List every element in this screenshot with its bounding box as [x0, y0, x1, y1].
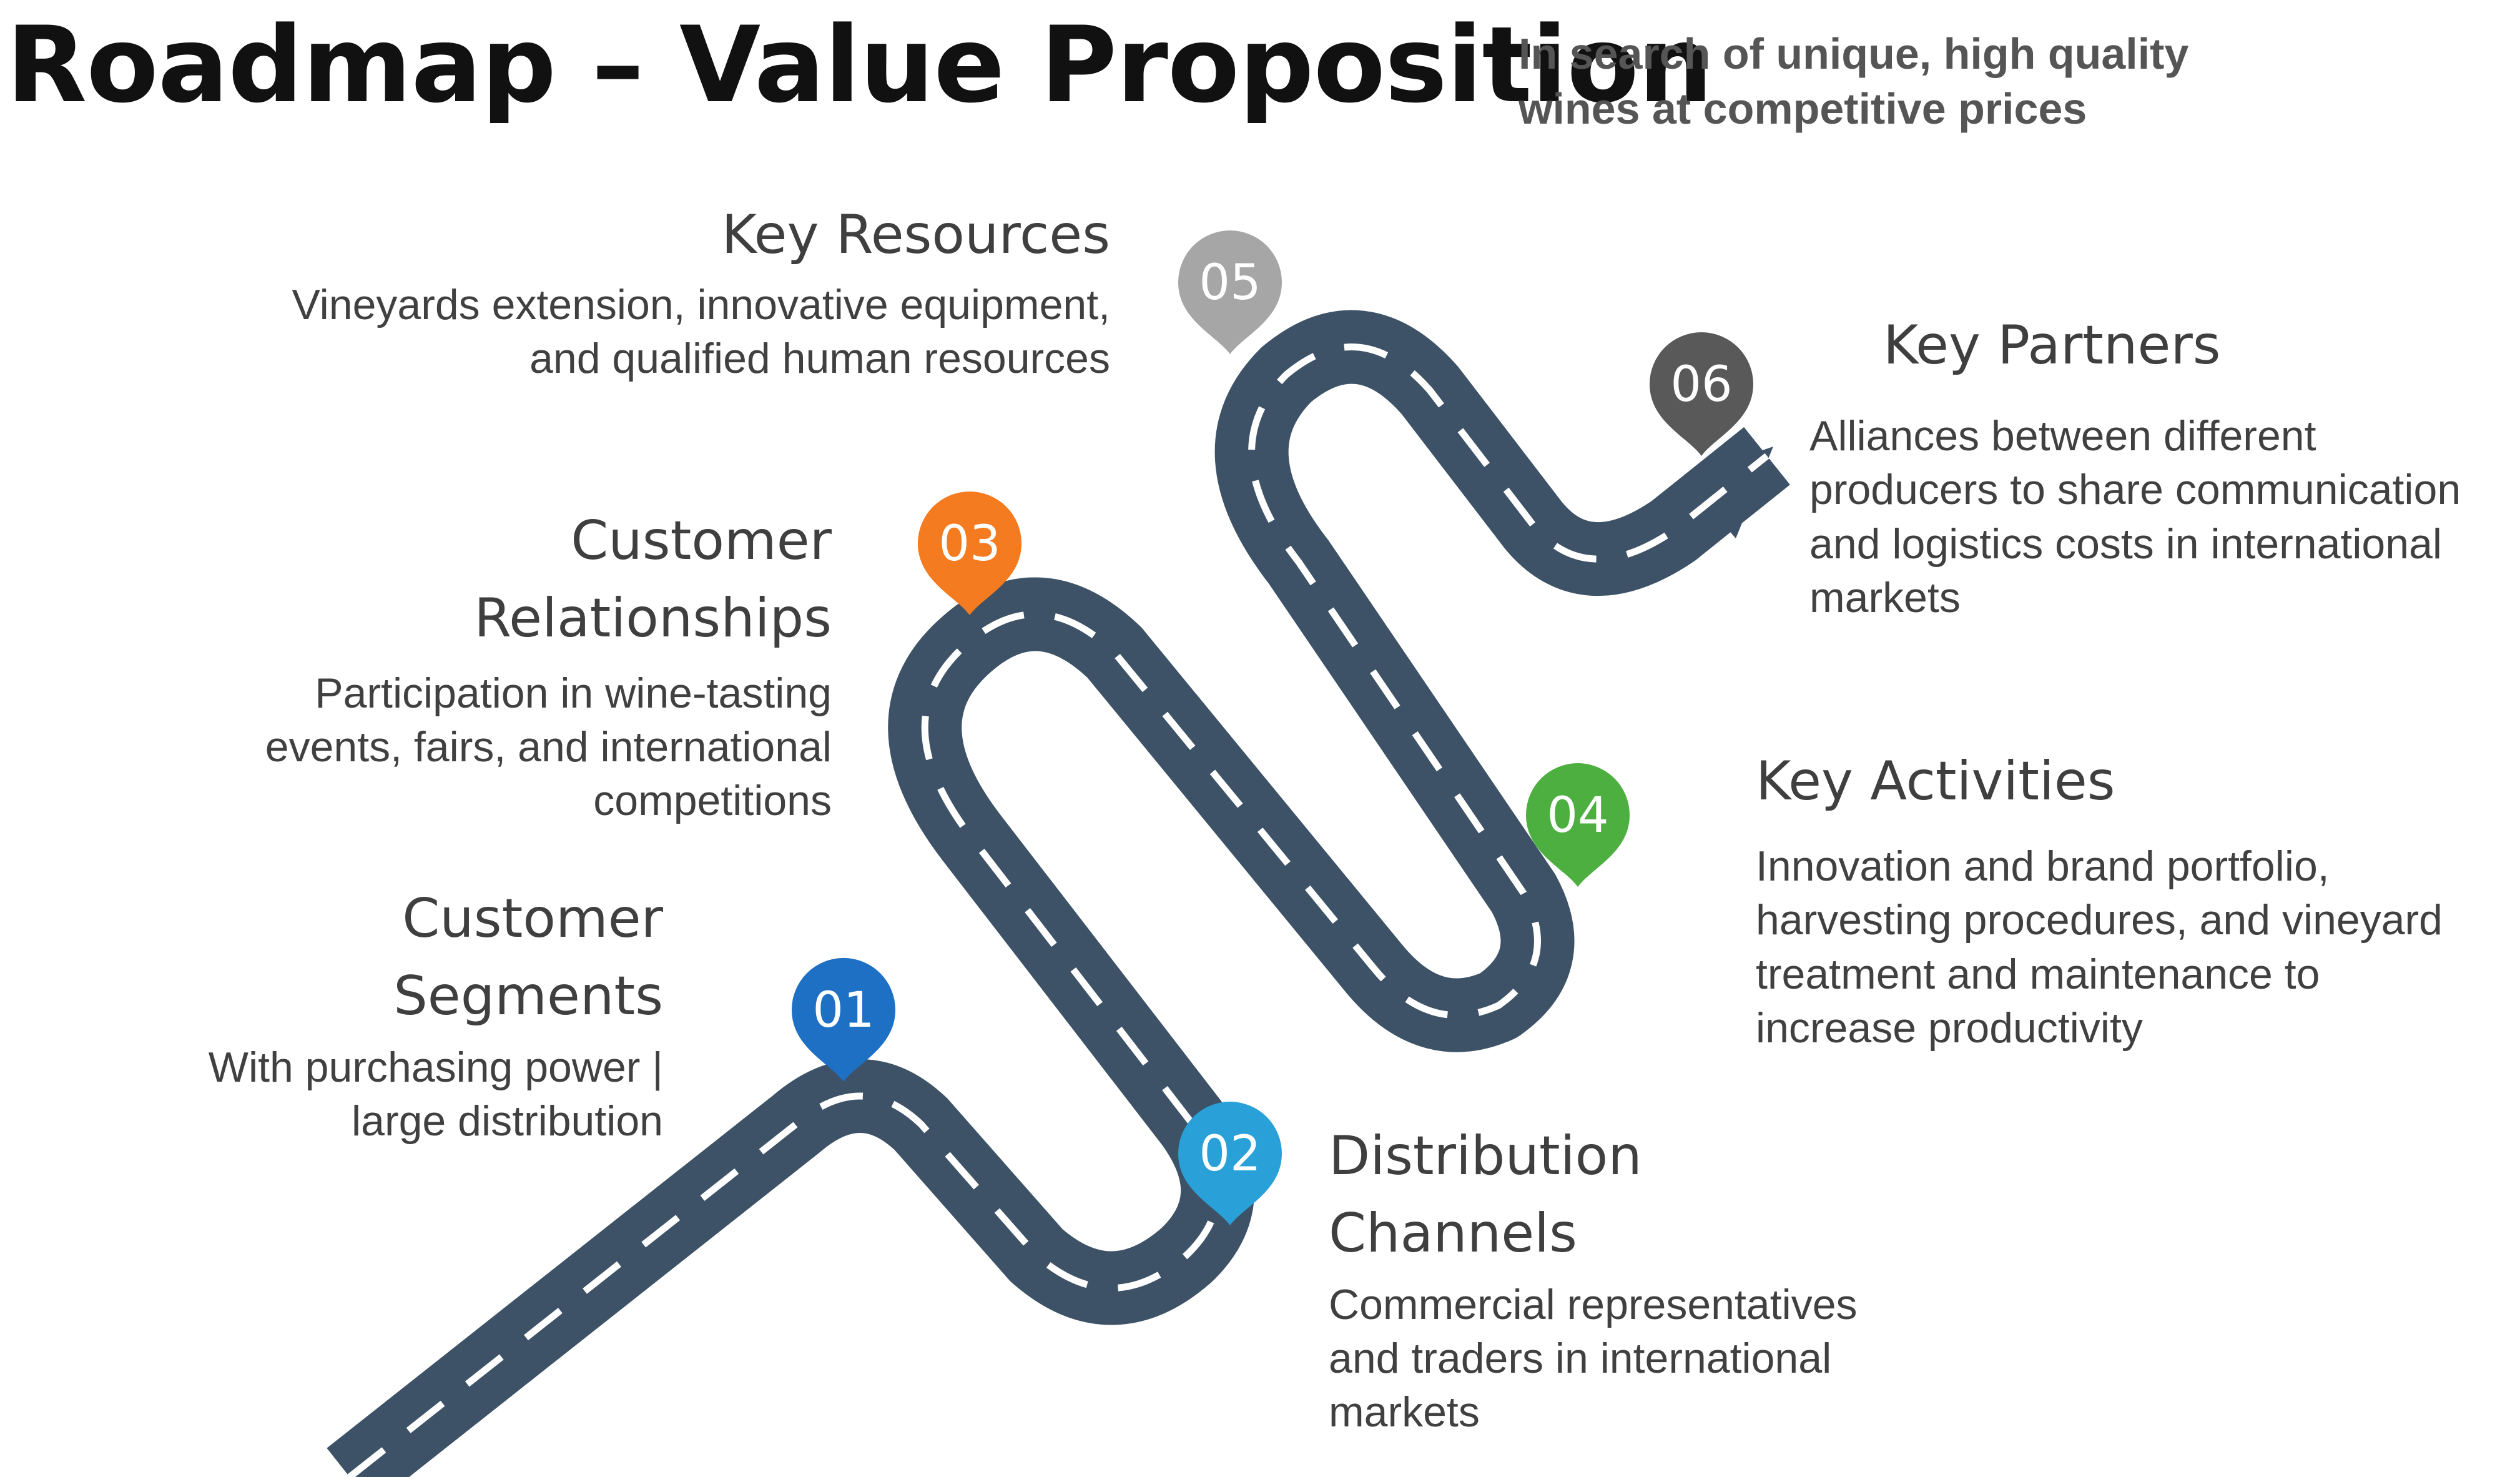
pin-number: 04: [1547, 788, 1608, 844]
milestone-title: Key Activities: [1756, 750, 2115, 813]
description-line: and traders in international: [1329, 1335, 1832, 1383]
milestone-description: Vineyards extension, innovative equipmen…: [292, 278, 1110, 386]
milestone-description: Innovation and brand portfolio, harvesti…: [1756, 839, 2443, 1055]
milestone-06-title: Key Partners: [1883, 307, 2221, 385]
milestone-02-text: Distribution Channels Commercial represe…: [1329, 1118, 1858, 1440]
title-line: Segments: [393, 964, 663, 1027]
milestone-01-text: Customer Segments With purchasing power …: [209, 881, 663, 1148]
description-line: events, fairs, and international: [265, 723, 832, 771]
milestone-title: Customer Relationships: [265, 503, 832, 658]
description-line: Innovation and brand portfolio,: [1756, 842, 2330, 890]
title-line: Customer: [571, 510, 832, 572]
title-line: Customer: [402, 887, 663, 950]
milestone-description: With purchasing power | large distributi…: [209, 1040, 663, 1149]
page-title: Roadmap – Value Proposition: [6, 4, 1713, 126]
title-line: Distribution: [1329, 1125, 1642, 1187]
map-pin-icon: [1178, 230, 1282, 354]
title-line: Relationships: [474, 586, 832, 650]
description-line: treatment and maintenance to: [1756, 950, 2320, 998]
milestone-04-text: Key Activities Innovation and brand port…: [1756, 743, 2443, 1055]
description-line: Commercial representatives: [1329, 1280, 1858, 1328]
description-line: harvesting procedures, and vineyard: [1756, 896, 2443, 944]
milestone-pin-03: 03: [918, 492, 1021, 615]
description-line: producers to share communication: [1809, 466, 2461, 514]
milestone-pin-02: 02: [1178, 1102, 1282, 1225]
map-pin-icon: [918, 492, 1021, 615]
description-line: Alliances between different: [1809, 412, 2316, 460]
milestone-description: Participation in wine-tasting events, fa…: [265, 666, 832, 828]
milestone-pin-06: 06: [1650, 332, 1753, 456]
map-pin-icon: [1650, 332, 1753, 456]
subtitle-line: In search of unique, high quality: [1518, 29, 2189, 78]
milestone-pin-05: 05: [1178, 230, 1282, 354]
milestone-description: Commercial representatives and traders i…: [1329, 1278, 1858, 1440]
subtitle-line: wines at competitive prices: [1518, 84, 2087, 134]
milestone-pin-04: 04: [1526, 763, 1630, 887]
pin-number: 01: [812, 982, 874, 1039]
pin-number: 02: [1199, 1126, 1261, 1182]
description-line: With purchasing power |: [208, 1043, 663, 1091]
milestone-title: Key Resources: [721, 204, 1110, 266]
description-line: and logistics costs in international: [1809, 520, 2442, 568]
pin-number: 05: [1199, 255, 1261, 311]
description-line: and qualified human resources: [529, 335, 1110, 383]
description-line: markets: [1809, 574, 1961, 622]
description-line: large distribution: [352, 1097, 663, 1145]
map-pin-icon: [1178, 1102, 1282, 1225]
milestone-title: Key Partners: [1883, 314, 2221, 377]
pin-number: 06: [1670, 357, 1732, 413]
description-line: competitions: [593, 777, 832, 825]
description-line: markets: [1329, 1388, 1480, 1436]
description-line: increase productivity: [1756, 1004, 2143, 1052]
map-pin-icon: [1526, 763, 1630, 887]
pin-number: 03: [938, 516, 1000, 572]
milestone-pin-01: 01: [792, 957, 895, 1082]
map-pin-icon: [792, 957, 895, 1082]
milestone-title: Customer Segments: [209, 881, 663, 1035]
milestone-03-text: Customer Relationships Participation in …: [265, 503, 832, 828]
milestone-title: Distribution Channels: [1329, 1118, 1858, 1273]
description-line: Vineyards extension, innovative equipmen…: [292, 280, 1110, 328]
milestone-05-text: Key Resources Vineyards extension, innov…: [292, 197, 1110, 386]
subtitle: In search of unique, high quality wines …: [1518, 26, 2188, 136]
milestone-06-description: Alliances between different producers to…: [1809, 409, 2461, 625]
title-line: Channels: [1329, 1202, 1577, 1265]
description-line: Participation in wine-tasting: [315, 669, 832, 717]
